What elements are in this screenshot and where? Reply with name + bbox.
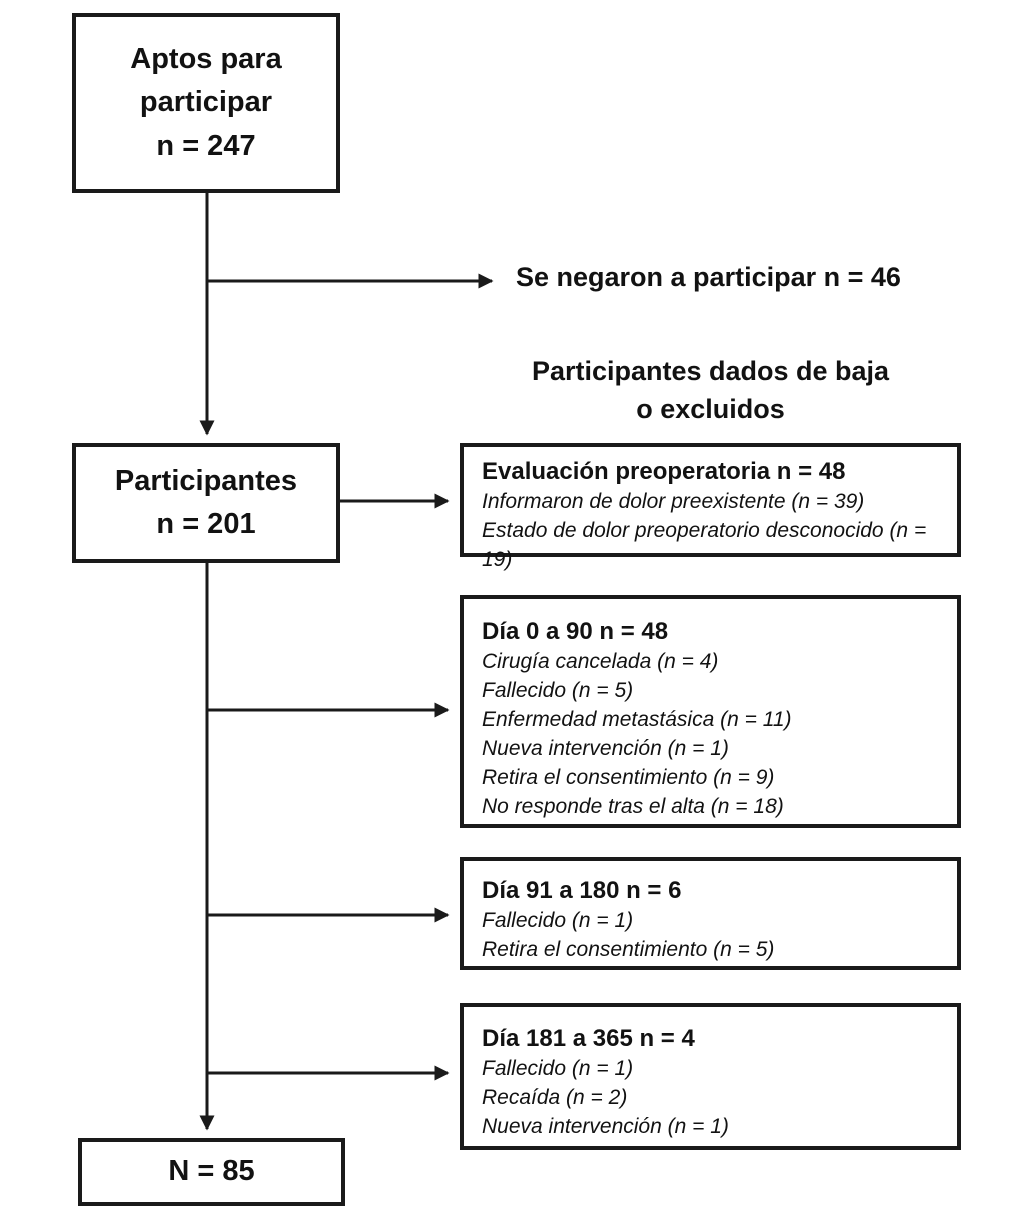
exclusion-item: Informaron de dolor preexistente (n = 39… (482, 490, 865, 514)
participants-line: Participantes (114, 464, 298, 497)
withdrawn-heading-line1: Participantes dados de baja (531, 356, 890, 386)
exclusion-item: Enfermedad metastásica (n = 11) (482, 708, 792, 732)
withdrawn-heading-line2: o excluidos (636, 394, 785, 425)
exclusion-item: Nueva intervención (n = 1) (482, 1115, 729, 1139)
exclusion-box-day181-365: Día 181 a 365 n = 4 Fallecido (n = 1) Re… (460, 1003, 961, 1150)
refused-label: Se negaron a participar n = 46 (516, 262, 901, 292)
exclusion-item: Retira el consentimiento (n = 5) (482, 938, 775, 962)
exclusion-box-day91-180: Día 91 a 180 n = 6 Fallecido (n = 1) Ret… (460, 857, 961, 970)
exclusion-item: Recaída (n = 2) (482, 1086, 628, 1110)
eligible-box: Aptos para participar n = 247 (72, 13, 340, 193)
exclusion-box-day0-90: Día 0 a 90 n = 48 Cirugía cancelada (n =… (460, 595, 961, 828)
exclusion-item: Retira el consentimiento (n = 9) (482, 766, 775, 790)
exclusion-box-preoperative: Evaluación preoperatoria n = 48 Informar… (460, 443, 961, 571)
final-count-box: N = 85 (78, 1138, 345, 1206)
exclusion-item: Cirugía cancelada (n = 4) (482, 650, 719, 674)
exclusion-title: Evaluación preoperatoria n = 48 (482, 458, 846, 485)
exclusion-item: No responde tras el alta (n = 18) (482, 795, 784, 819)
exclusion-item: Estado de dolor preoperatorio desconocid… (482, 519, 927, 572)
exclusion-item: Fallecido (n = 1) (482, 1057, 634, 1081)
final-count: N = 85 (168, 1155, 255, 1188)
eligible-line: Aptos para (130, 42, 282, 75)
exclusion-item: Fallecido (n = 1) (482, 909, 634, 933)
participants-box: Participantes n = 201 (72, 443, 340, 563)
exclusion-title: Día 0 a 90 n = 48 (482, 618, 669, 645)
exclusion-title: Día 181 a 365 n = 4 (482, 1025, 695, 1052)
exclusion-item: Nueva intervención (n = 1) (482, 737, 729, 761)
exclusion-item: Fallecido (n = 5) (482, 679, 634, 703)
eligible-count: n = 247 (156, 129, 256, 162)
participants-count: n = 201 (156, 508, 256, 540)
eligible-line: participar (139, 86, 273, 119)
withdrawn-heading: Participantes dados de baja o excluidos (460, 352, 961, 429)
exclusion-title: Día 91 a 180 n = 6 (482, 877, 682, 904)
